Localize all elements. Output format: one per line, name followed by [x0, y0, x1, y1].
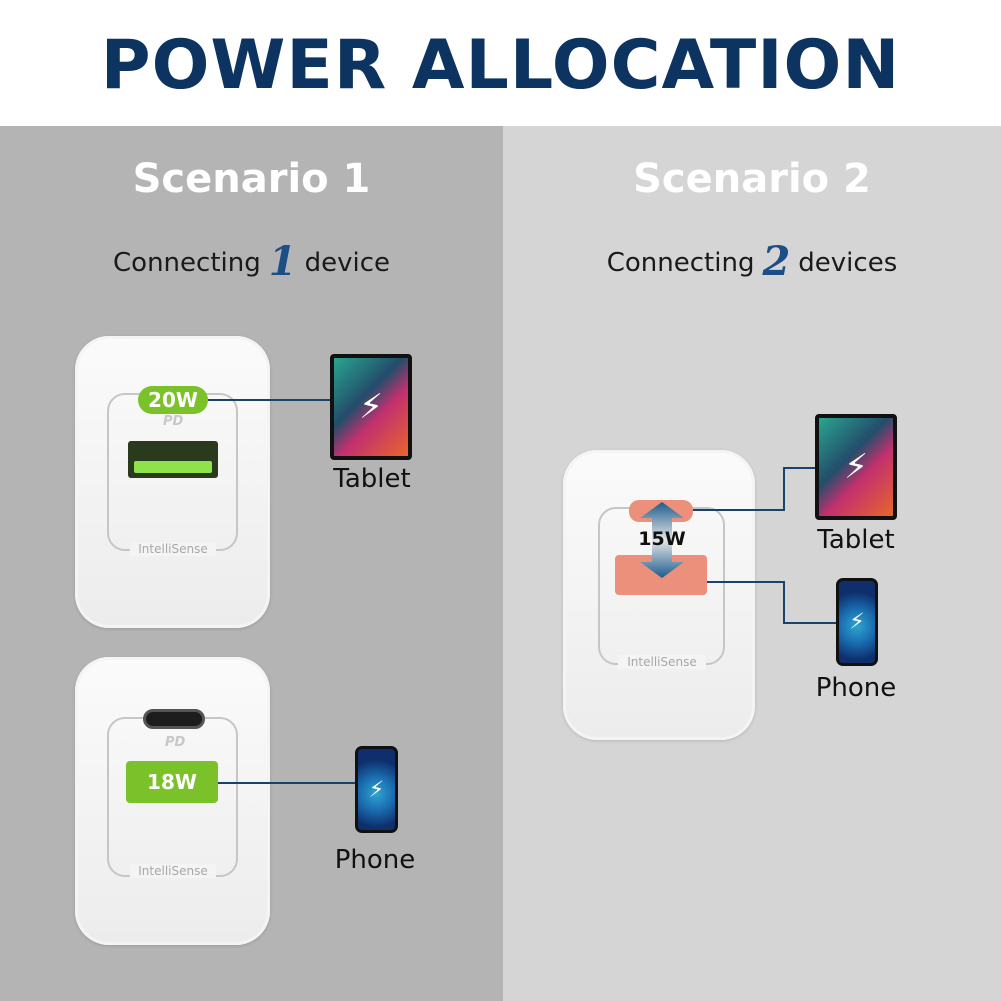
- lightning-icon: ⚡: [359, 387, 383, 427]
- lightning-icon: ⚡: [849, 609, 865, 635]
- tablet-icon: ⚡: [815, 414, 897, 520]
- connector-line: [707, 581, 785, 583]
- phone-icon: ⚡: [836, 578, 878, 666]
- scenario-2-heading: Scenario 2: [633, 156, 871, 202]
- brand-label: IntelliSense: [618, 655, 706, 669]
- connector-line: [783, 622, 837, 624]
- subtitle-text: device: [304, 248, 390, 278]
- device-count: 2: [762, 238, 791, 285]
- watt-badge-20w: 20W: [138, 386, 208, 414]
- connector-line: [783, 467, 817, 469]
- device-label-phone: Phone: [815, 673, 897, 703]
- connector-line: [218, 782, 356, 784]
- device-label-phone: Phone: [334, 845, 416, 875]
- usb-c-port: [143, 709, 205, 729]
- subtitle-text: devices: [798, 248, 898, 278]
- connector-line: [783, 581, 785, 624]
- brand-label: IntelliSense: [130, 864, 216, 878]
- scenario-1-heading: Scenario 1: [132, 156, 371, 202]
- subtitle-text: Connecting: [113, 248, 261, 278]
- subtitle-text: Connecting: [606, 248, 755, 278]
- device-count: 1: [268, 238, 297, 285]
- phone-icon: ⚡: [355, 746, 398, 833]
- connector-line: [783, 467, 785, 511]
- watt-badge-18w: 18W: [126, 761, 218, 803]
- double-arrow-icon: [640, 502, 684, 578]
- device-label-tablet: Tablet: [817, 525, 895, 555]
- lightning-icon: ⚡: [368, 777, 385, 802]
- page-title: POWER ALLOCATION: [0, 0, 1001, 126]
- device-label-tablet: Tablet: [333, 464, 411, 494]
- pd-label: PD: [163, 414, 184, 429]
- connector-line: [693, 509, 785, 511]
- shared-watt-label: 15W: [638, 528, 686, 550]
- pd-label: PD: [165, 735, 186, 750]
- lightning-icon: ⚡: [844, 447, 868, 487]
- connector-line: [208, 399, 332, 401]
- usb-a-port: [128, 441, 218, 478]
- brand-label: IntelliSense: [130, 542, 216, 556]
- tablet-icon: ⚡: [330, 354, 412, 460]
